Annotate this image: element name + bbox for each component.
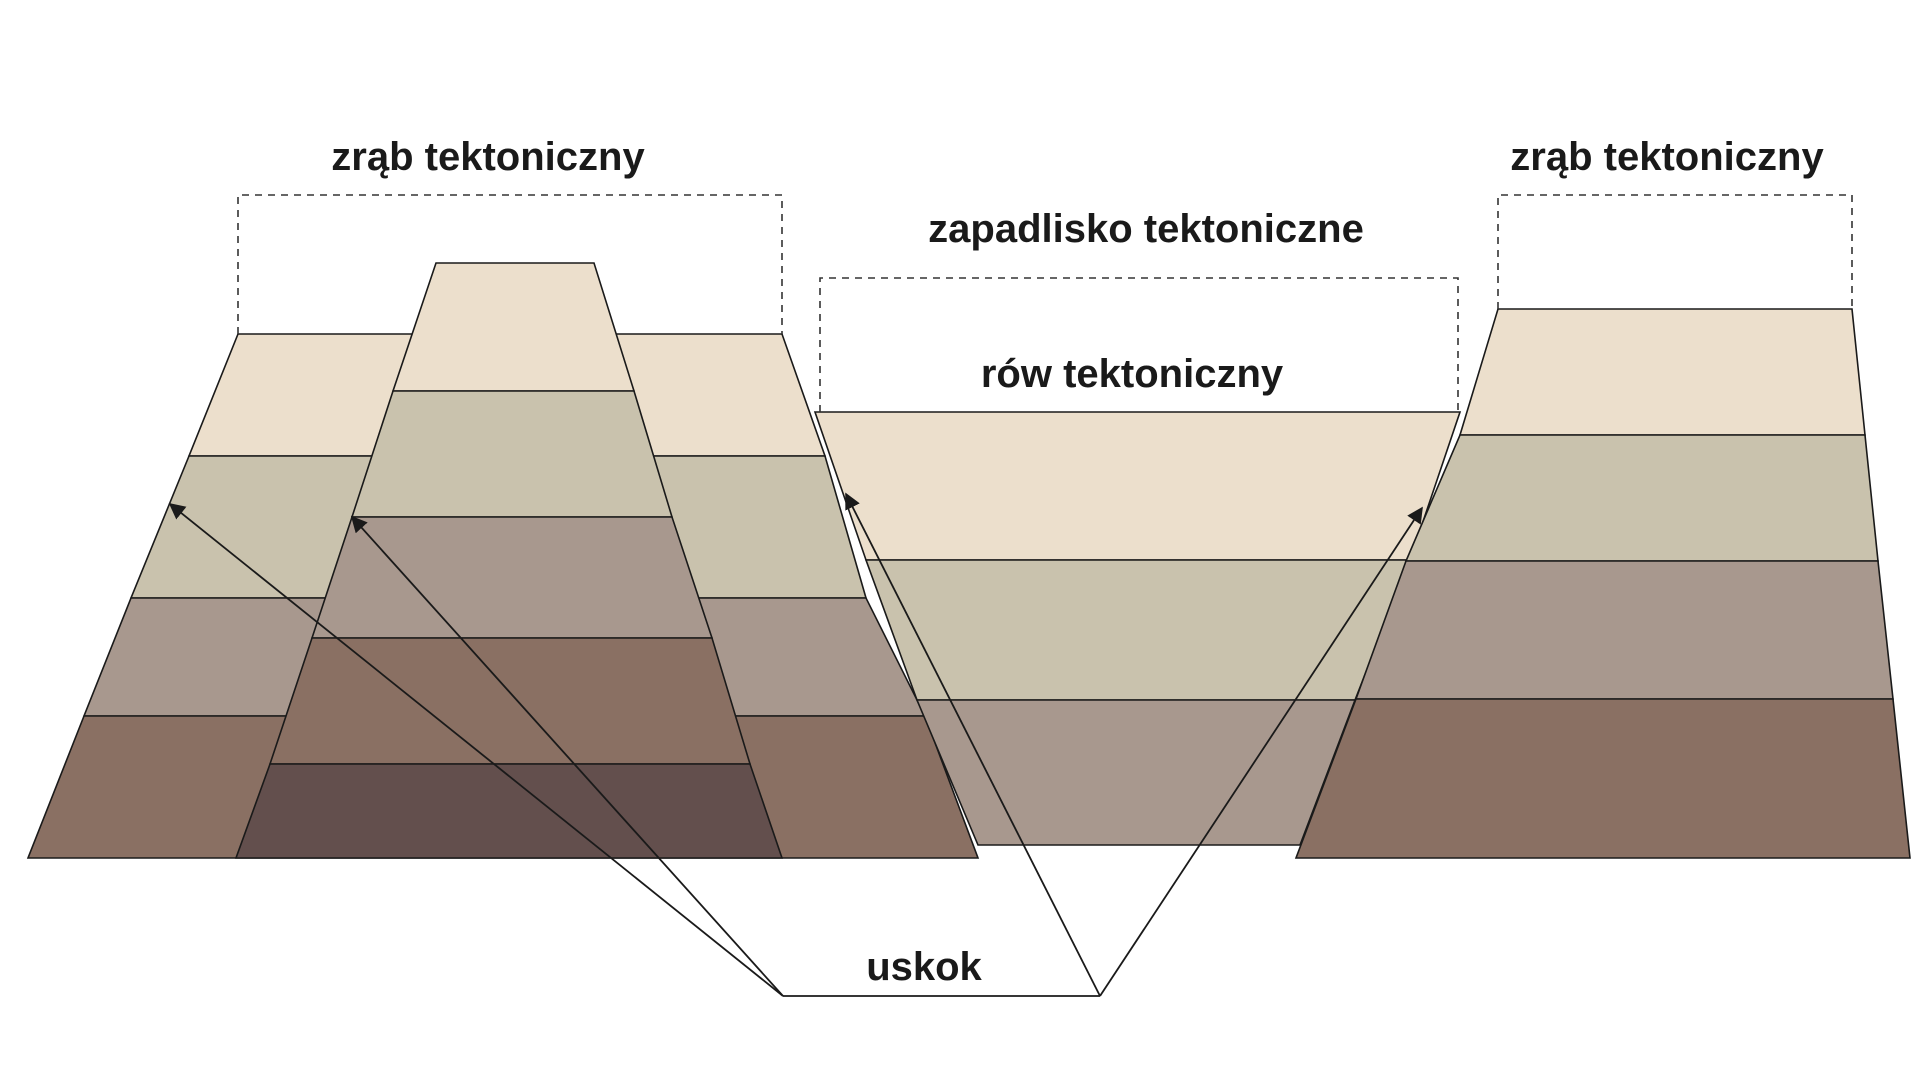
- bracket-horst-left: [237, 194, 783, 334]
- horst-layer-4: [268, 637, 752, 765]
- graben-layer-3: [915, 699, 1357, 846]
- bracket-depression: [819, 277, 1459, 412]
- graben-layer-1: [813, 411, 1462, 561]
- label-graben-depression: zapadlisko tektoniczne: [928, 207, 1364, 251]
- fault-arrow-3: [845, 492, 1101, 997]
- label-rift: rów tektoniczny: [981, 352, 1284, 396]
- fault-arrow-4: [1099, 506, 1423, 997]
- right-horst-layer-4: [1294, 698, 1911, 859]
- graben-block: [813, 411, 1462, 846]
- horst-layer-1: [391, 262, 636, 392]
- horst-layer-3: [310, 516, 714, 639]
- right-horst: [1294, 308, 1911, 859]
- fault-arrow-1: [168, 502, 784, 997]
- horst-layer-2: [350, 390, 674, 518]
- label-horst-left: zrąb tektoniczny: [331, 135, 645, 179]
- right-horst-layer-2: [1404, 434, 1879, 562]
- horst-layer-5: [234, 763, 784, 859]
- graben-layer-2: [864, 559, 1412, 701]
- label-horst-right: zrąb tektoniczny: [1510, 135, 1824, 179]
- right-horst-layer-3: [1354, 560, 1894, 700]
- right-horst-layer-1: [1458, 308, 1866, 436]
- label-fault: uskok: [866, 945, 982, 989]
- bracket-horst-right: [1497, 194, 1853, 309]
- central-horst: [234, 262, 784, 859]
- fault-arrow-2: [350, 515, 784, 997]
